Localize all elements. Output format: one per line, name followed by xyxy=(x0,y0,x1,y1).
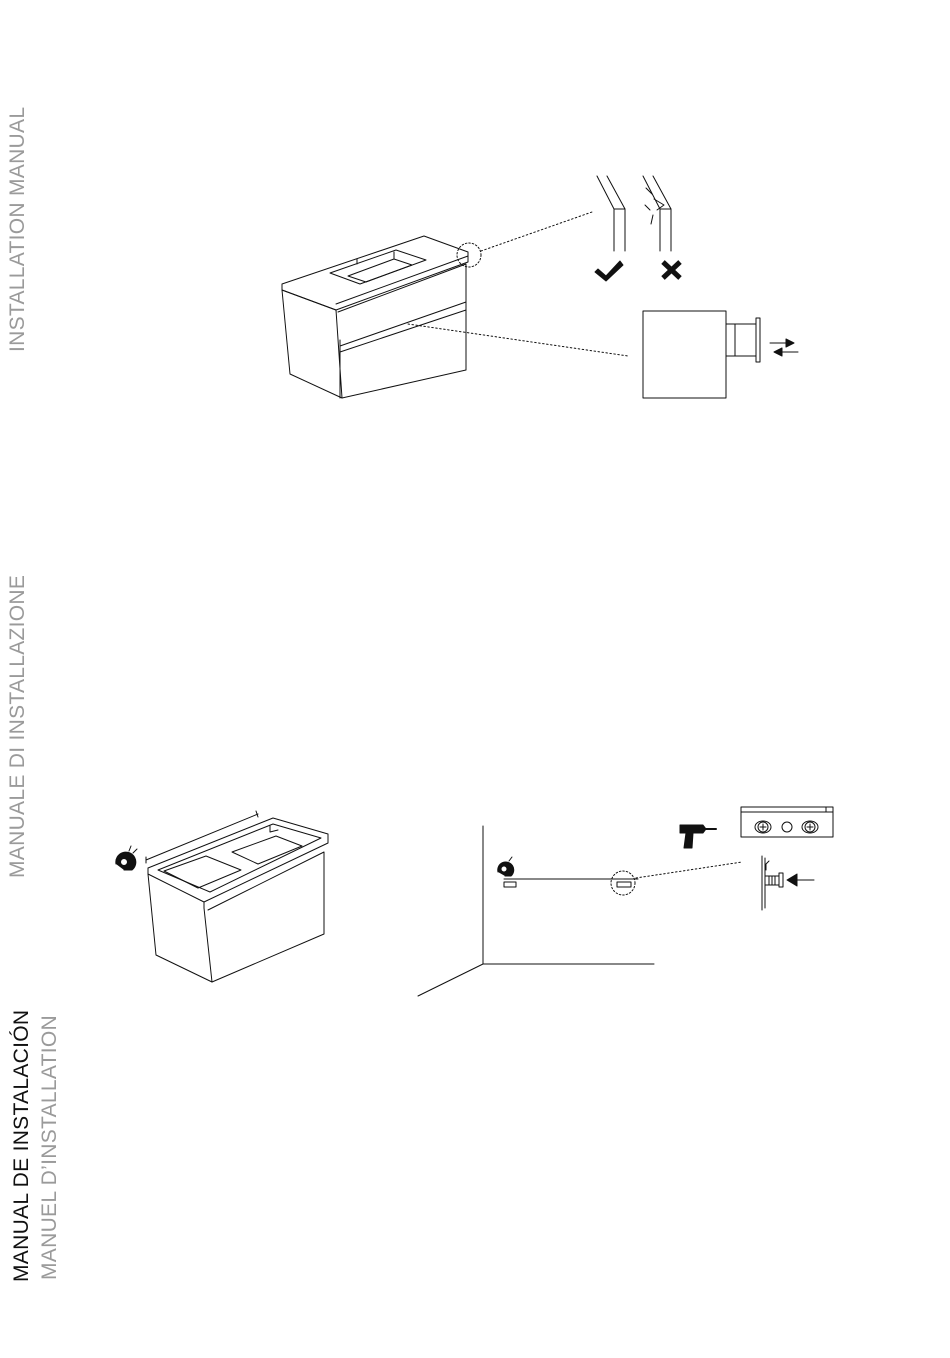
tape-measure-icon xyxy=(116,846,137,870)
cabinet-measure-illustration xyxy=(146,811,328,982)
drill-icon xyxy=(680,825,716,848)
edge-detail-incorrect xyxy=(643,176,671,251)
wall-screw-detail xyxy=(762,856,814,910)
edge-detail-correct xyxy=(597,176,625,251)
wall-corner-illustration xyxy=(418,826,742,996)
vanity-cabinet-illustration xyxy=(282,212,628,398)
push-open-detail xyxy=(643,311,798,398)
bracket-detail xyxy=(741,807,833,837)
checkmark-icon xyxy=(595,261,623,281)
tape-measure-icon xyxy=(498,857,514,876)
cross-icon xyxy=(663,262,680,278)
